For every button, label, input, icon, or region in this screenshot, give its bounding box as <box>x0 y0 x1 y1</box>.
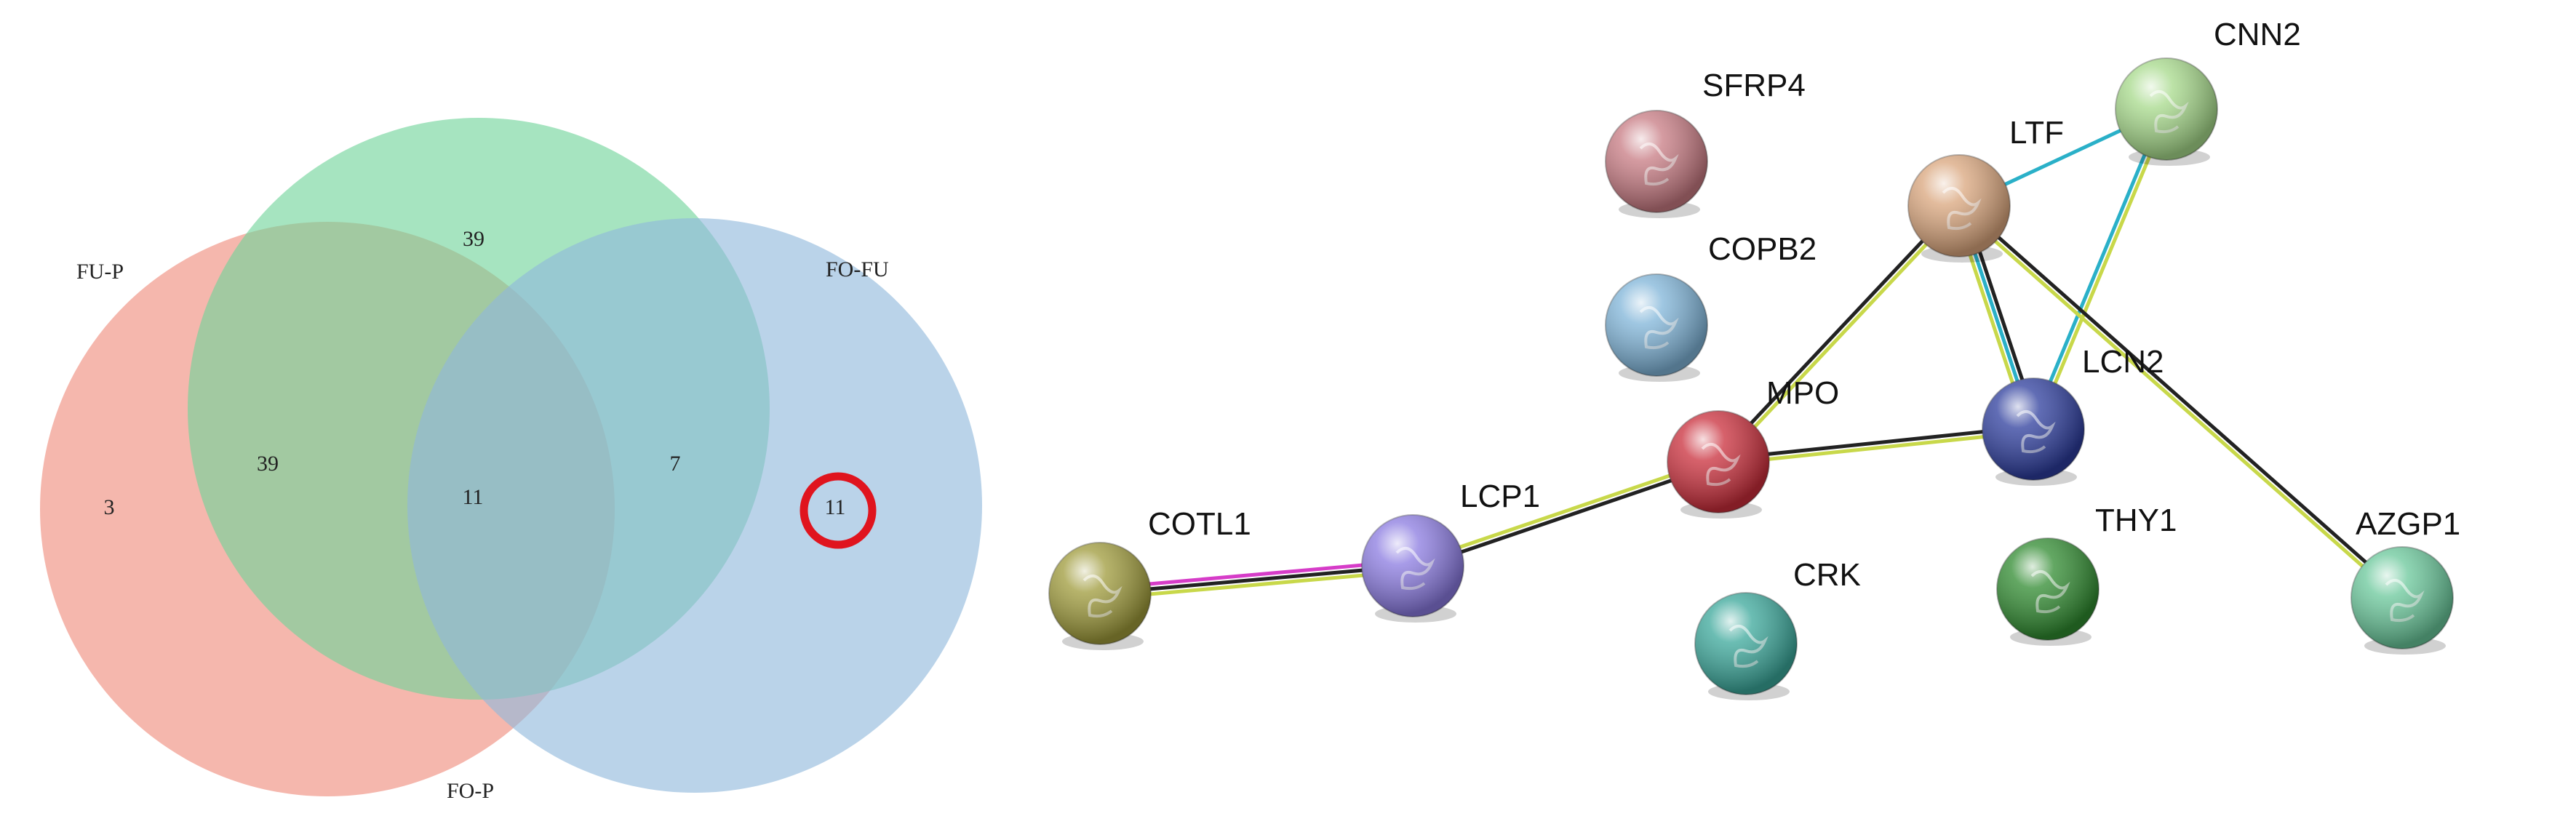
node-gloss <box>1606 274 1707 376</box>
venn-count-fu-p-fo-p: 39 <box>257 452 279 476</box>
highlight-circle <box>799 472 877 549</box>
edge-line <box>2029 107 2166 429</box>
venn-count-fo-fu-only: 11 <box>825 495 846 519</box>
node-ltf[interactable]: LTF <box>1907 115 2064 263</box>
edge-line <box>1099 559 1413 591</box>
node-copb2[interactable]: COPB2 <box>1605 231 1817 382</box>
venn-label-fo-fu: FO-FU <box>826 257 889 281</box>
node-gloss <box>1606 111 1707 212</box>
node-gloss <box>2351 547 2453 649</box>
edge-line <box>1956 206 2402 601</box>
node-azgp1[interactable]: AZGP1 <box>2350 506 2460 655</box>
edge-line <box>1718 206 1963 465</box>
edge-line <box>1718 425 2033 462</box>
node-gloss <box>1049 543 1151 644</box>
edge-ltf-azgp1 <box>1956 202 2405 601</box>
edge-mpo-ltf <box>1715 202 1963 465</box>
node-lcn2[interactable]: LCN2 <box>1982 344 2164 486</box>
edge-line <box>1413 462 1720 570</box>
node-label: MPO <box>1766 375 1839 411</box>
venn-count-all-three: 11 <box>463 485 484 509</box>
node-label: AZGP1 <box>2356 506 2460 542</box>
venn-circle-fo-fu <box>407 218 982 793</box>
venn-label-fu-p: FU-P <box>76 260 124 284</box>
node-label: COPB2 <box>1708 231 1817 267</box>
node-label: CRK <box>1793 557 1861 593</box>
edge-mpo-lcn2 <box>1718 425 2034 466</box>
venn-count-fo-p-only: 39 <box>463 227 485 251</box>
node-label: LTF <box>2009 115 2064 151</box>
edge-line <box>1718 429 2034 466</box>
node-label: CNN2 <box>2214 17 2301 52</box>
node-label: SFRP4 <box>1702 68 1806 103</box>
node-crk[interactable]: CRK <box>1694 557 1861 700</box>
venn-label-fo-p: FO-P <box>447 779 494 803</box>
edge-line <box>1411 457 1718 566</box>
node-gloss <box>1667 411 1769 513</box>
network-edges <box>1099 107 2405 601</box>
edge-lcn2-cnn2 <box>2029 107 2171 431</box>
edge-line <box>1715 202 1959 462</box>
venn-count-fu-p-only: 3 <box>104 495 115 519</box>
node-label: COTL1 <box>1148 506 1251 542</box>
venn-diagram: FU-P FO-FU FO-P 3 39 11 39 7 11 <box>40 118 982 803</box>
node-gloss <box>1362 515 1464 617</box>
node-gloss <box>1997 538 2099 640</box>
node-gloss <box>2116 58 2217 160</box>
edge-line <box>1959 202 2405 598</box>
node-label: THY1 <box>2095 503 2177 538</box>
node-cotl1[interactable]: COTL1 <box>1048 506 1251 650</box>
node-label: LCN2 <box>2082 344 2164 380</box>
edge-line <box>2033 109 2171 431</box>
node-gloss <box>1908 155 2010 257</box>
venn-count-fo-p-fo-fu: 7 <box>670 452 681 476</box>
node-cnn2[interactable]: CNN2 <box>2115 17 2301 166</box>
node-lcp1[interactable]: LCP1 <box>1361 479 1540 623</box>
node-gloss <box>1695 593 1797 695</box>
edge-line <box>1099 564 1413 596</box>
edge-lcp1-mpo <box>1411 457 1720 570</box>
node-gloss <box>1982 378 2084 480</box>
node-label: LCP1 <box>1460 479 1540 514</box>
node-sfrp4[interactable]: SFRP4 <box>1605 68 1806 218</box>
edge-cotl1-lcp1 <box>1099 559 1413 601</box>
edge-line <box>1100 569 1413 601</box>
node-mpo[interactable]: MPO <box>1667 375 1839 519</box>
node-thy1[interactable]: THY1 <box>1996 503 2177 646</box>
